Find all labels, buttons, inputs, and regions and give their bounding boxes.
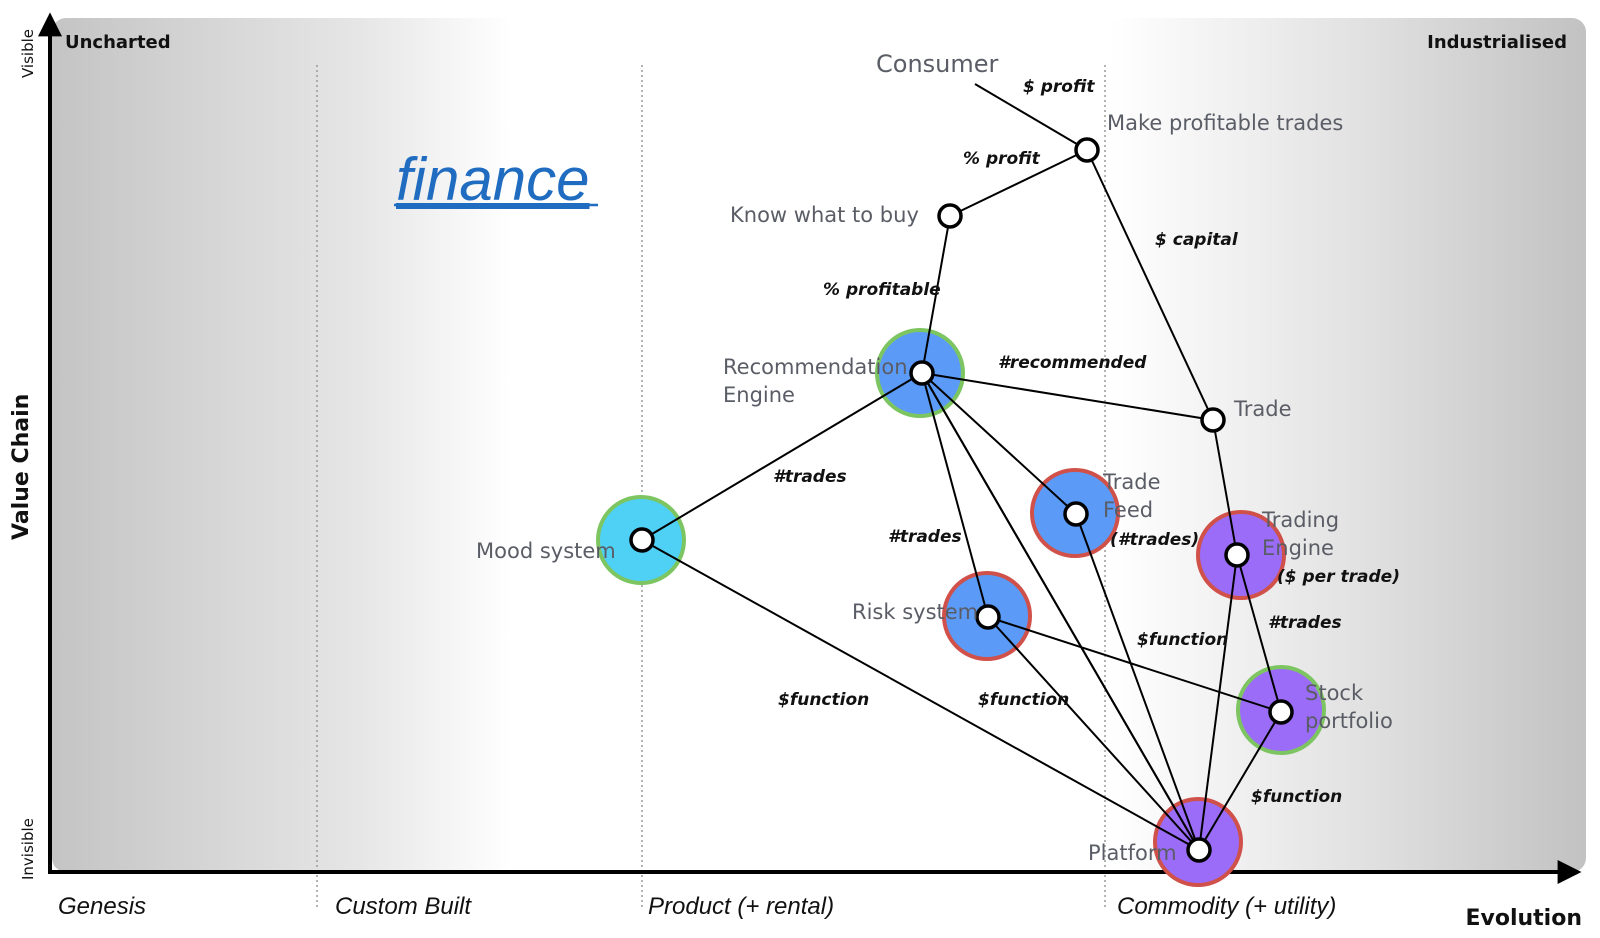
- edge-consumer-make-trades: [974, 83, 1088, 151]
- edge-label-per-trade: ($ per trade): [1277, 567, 1400, 587]
- label-risk: Risk system: [852, 600, 978, 624]
- label-mood: Mood system: [476, 539, 616, 563]
- edge-make-trades-trade: [1086, 149, 1214, 421]
- y-axis-title: Value Chain: [9, 394, 34, 540]
- edge-mood-platform: [641, 539, 1200, 851]
- map-background: [52, 18, 1586, 872]
- edge-stock-platform: [1198, 711, 1282, 851]
- node-markers: [629, 137, 1294, 863]
- node-know-buy[interactable]: [937, 203, 963, 229]
- edge-trading-engine-platform: [1198, 554, 1238, 851]
- edge-label-pct-profitable: % profitable: [823, 280, 941, 300]
- edge-label-function-risk: $function: [978, 690, 1069, 710]
- y-bottom-label: Invisible: [19, 818, 37, 880]
- node-rec-engine[interactable]: [909, 360, 935, 386]
- node-make-trades[interactable]: [1074, 137, 1100, 163]
- node-platform[interactable]: [1186, 837, 1212, 863]
- edge-label-trades-stock: #trades: [1268, 613, 1342, 633]
- label-know-buy: Know what to buy: [730, 203, 919, 227]
- edge-trading-engine-stock: [1236, 554, 1282, 713]
- edge-trade-feed-platform: [1075, 513, 1200, 851]
- edge-risk-stock: [987, 616, 1282, 713]
- edge-rec-engine-trade-feed: [921, 372, 1077, 515]
- edge-label-trades-risk: #trades: [888, 527, 962, 547]
- map-title[interactable]: finance: [396, 146, 589, 213]
- edge-label-profit: $ profit: [1023, 77, 1095, 97]
- node-labels: Consumer Make profitable trades Know wha…: [476, 50, 1393, 865]
- label-stock-1: Stock: [1305, 681, 1364, 705]
- edge-label-trades-mood: #trades: [773, 467, 847, 487]
- node-stock[interactable]: [1268, 699, 1294, 725]
- y-top-label: Visible: [19, 29, 37, 78]
- edge-rec-engine-platform-2: [921, 372, 1200, 851]
- edge-label-function-stock: $function: [1251, 787, 1342, 807]
- top-left-label: Uncharted: [65, 32, 171, 53]
- edge-label-recommended: #recommended: [998, 353, 1147, 373]
- edge-labels: $ profit % profit $ capital % profitable…: [773, 77, 1400, 807]
- label-trade-feed-2: Feed: [1103, 498, 1153, 522]
- label-platform: Platform: [1088, 841, 1177, 865]
- edge-label-function-mood: $function: [778, 690, 869, 710]
- label-trade: Trade: [1233, 397, 1292, 421]
- stage-custom: Custom Built: [335, 893, 472, 920]
- node-trading-engine[interactable]: [1224, 542, 1250, 568]
- x-axis-title: Evolution: [1465, 906, 1582, 931]
- edge-trade-trading-engine: [1212, 419, 1238, 556]
- label-consumer: Consumer: [876, 50, 999, 78]
- edge-risk-platform: [987, 616, 1200, 851]
- edge-label-trade-feed: (#trades): [1110, 530, 1199, 550]
- stage-genesis: Genesis: [58, 893, 146, 920]
- edges: [641, 83, 1282, 851]
- edge-make-trades-know-buy: [949, 149, 1088, 217]
- label-trading-engine-1: Trading: [1261, 508, 1339, 532]
- label-trading-engine-2: Engine: [1262, 536, 1334, 560]
- label-make-trades: Make profitable trades: [1107, 111, 1343, 135]
- edge-label-function-trading: $function: [1137, 630, 1228, 650]
- node-mood[interactable]: [629, 527, 655, 553]
- node-trade-feed[interactable]: [1063, 501, 1089, 527]
- label-trade-feed-1: Trade: [1102, 470, 1161, 494]
- stage-product: Product (+ rental): [648, 893, 834, 920]
- edge-rec-engine-risk: [921, 372, 989, 618]
- edge-rec-engine-trade: [921, 372, 1214, 421]
- node-trade[interactable]: [1200, 407, 1226, 433]
- stage-commodity: Commodity (+ utility): [1117, 893, 1336, 920]
- label-rec-engine-2: Engine: [723, 383, 795, 407]
- label-stock-2: portfolio: [1305, 709, 1393, 733]
- edge-label-pct-profit: % profit: [963, 149, 1041, 169]
- node-risk[interactable]: [975, 604, 1001, 630]
- label-rec-engine-1: Recommendation: [723, 355, 908, 379]
- edge-rec-engine-mood: [641, 372, 923, 541]
- edge-label-capital: $ capital: [1155, 230, 1239, 250]
- stage-dividers: [316, 65, 1106, 910]
- top-right-label: Industrialised: [1427, 32, 1567, 53]
- edge-know-buy-rec-engine: [921, 215, 951, 374]
